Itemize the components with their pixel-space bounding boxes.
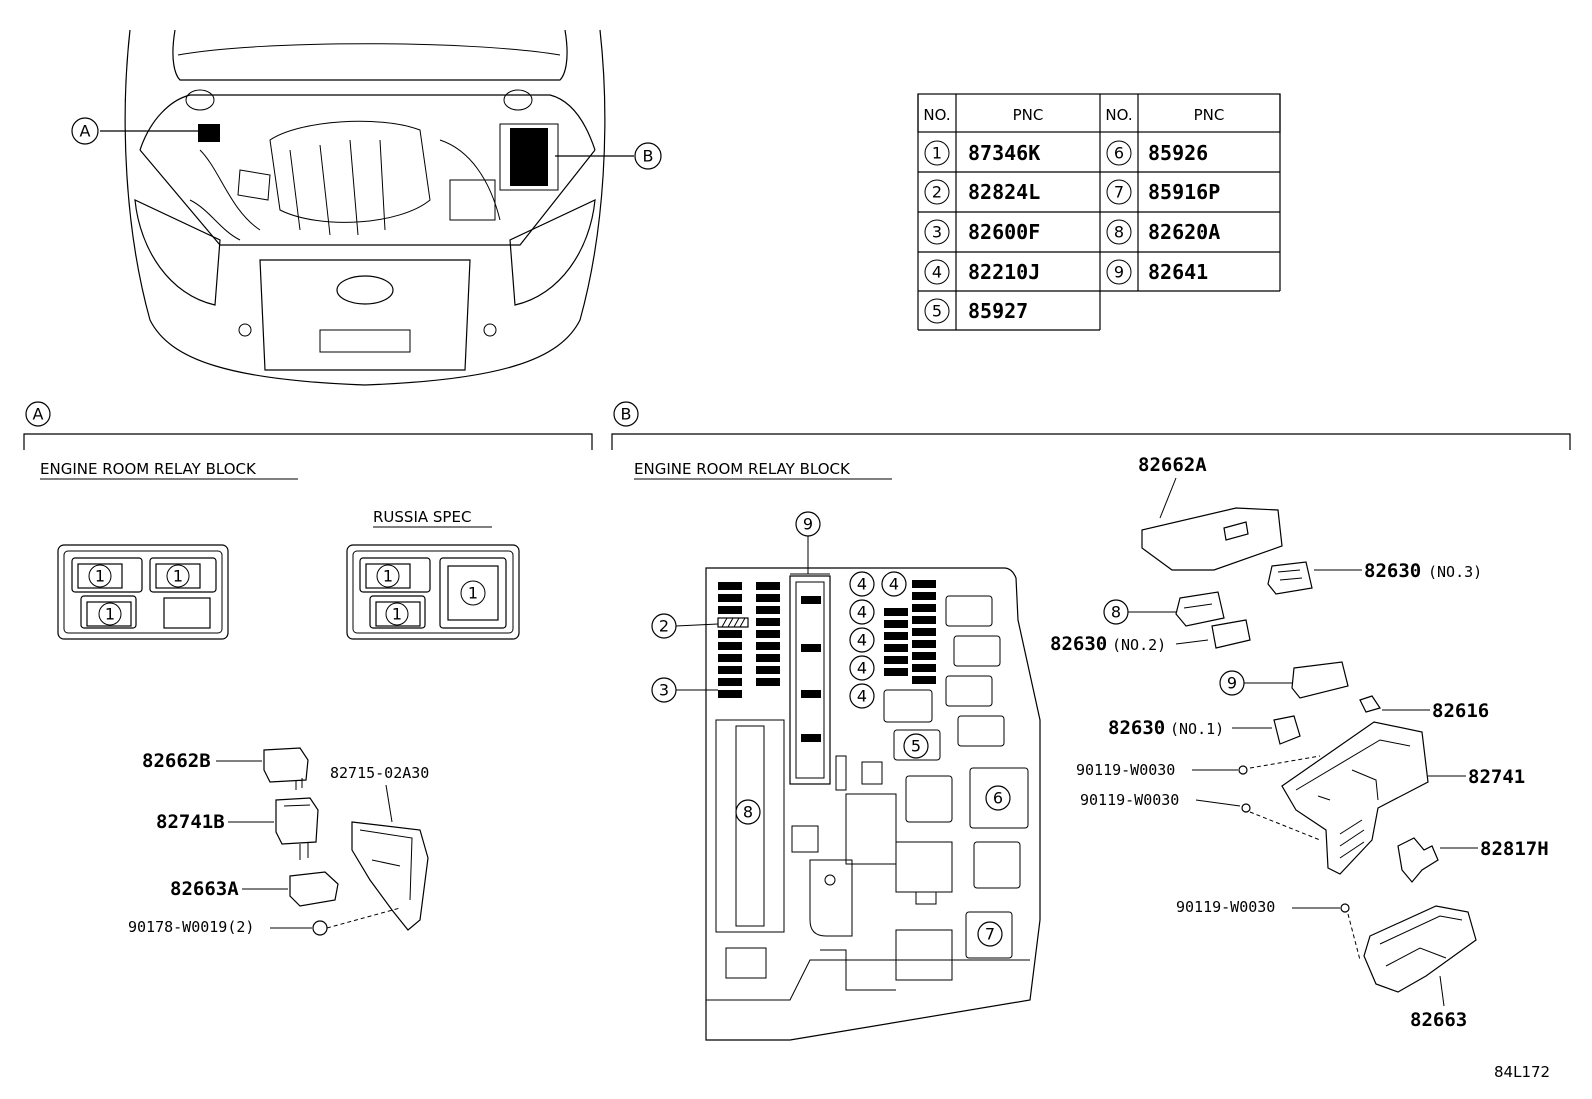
diagram-code: 84L172: [1494, 1063, 1550, 1081]
relay-no-label: 1: [468, 584, 478, 603]
table-row-pnc: 82620A: [1148, 220, 1220, 244]
bolt-90119-1-label: 90119-W0030: [1076, 761, 1175, 779]
num-3: 3: [659, 681, 669, 700]
num-4: 4: [857, 659, 867, 678]
callout-a-label: A: [80, 122, 91, 141]
table-header-no-2: NO.: [1105, 106, 1132, 124]
relay-no-label: 1: [392, 605, 402, 624]
section-a: A ENGINE ROOM RELAY BLOCK RUSSIA SPEC 1 …: [23, 401, 593, 936]
relay-block-standard: 1 1 1: [57, 544, 229, 640]
callout-8: 8: [1111, 603, 1121, 622]
callout-b-label: B: [643, 147, 654, 166]
num-4: 4: [889, 575, 899, 594]
pnc-table: NO. PNC NO. PNC 1 87346K 2 82824L 3 8260…: [917, 93, 1281, 331]
table-header-pnc-2: PNC: [1194, 106, 1225, 124]
section-a-title: ENGINE ROOM RELAY BLOCK: [40, 460, 257, 478]
part-82630-no2-label: 82630: [1050, 633, 1107, 655]
exploded-parts-b: 82662A 82630 (NO.3) 8 82630 (NO.2) 9: [1050, 454, 1549, 1031]
table-row-pnc: 82641: [1148, 260, 1208, 284]
table-row-pnc: 85916P: [1148, 180, 1220, 204]
part-82630-no1-note: (NO.1): [1170, 720, 1224, 738]
table-row-no: 9: [1114, 263, 1124, 282]
table-row-pnc: 82210J: [968, 260, 1040, 284]
section-b: B ENGINE ROOM RELAY BLOCK: [611, 401, 1571, 1041]
part-82663-label: 82663: [1410, 1009, 1467, 1031]
part-82630-no3-label: 82630: [1364, 560, 1421, 582]
relay-no-label: 1: [105, 605, 115, 624]
num-2: 2: [659, 617, 669, 636]
section-b-title: ENGINE ROOM RELAY BLOCK: [634, 460, 851, 478]
num-5: 5: [911, 737, 921, 756]
num-4: 4: [857, 631, 867, 650]
relay-no-label: 1: [173, 567, 183, 586]
table-row-pnc: 85926: [1148, 141, 1208, 165]
relay-block-b: 9 2 3 4 4 4 4 4 4 5: [651, 511, 1041, 1041]
fuse-columns: [717, 582, 780, 698]
num-4: 4: [857, 687, 867, 706]
bolt-90119-2-label: 90119-W0030: [1080, 791, 1179, 809]
table-row-no: 3: [932, 223, 942, 242]
num-4: 4: [857, 575, 867, 594]
table-header-no-1: NO.: [923, 106, 950, 124]
relay-block-russia: 1 1 1: [346, 544, 520, 640]
num-9: 9: [803, 515, 813, 534]
part-82741b-label: 82741B: [156, 811, 225, 833]
russia-spec-label: RUSSIA SPEC: [373, 508, 471, 526]
table-row-pnc: 87346K: [968, 141, 1040, 165]
num-8: 8: [743, 803, 753, 822]
table-row-no: 2: [932, 183, 942, 202]
part-82630-no2-note: (NO.2): [1112, 636, 1166, 654]
relay-no-label: 1: [95, 567, 105, 586]
table-row-pnc: 85927: [968, 299, 1028, 323]
table-row-no: 5: [932, 302, 942, 321]
fuse-grid-right: [884, 580, 936, 684]
table-row-no: 8: [1114, 223, 1124, 242]
part-82662b-label: 82662B: [142, 750, 211, 772]
part-82741-label: 82741: [1468, 766, 1525, 788]
part-90178-label: 90178-W0019(2): [128, 918, 254, 936]
table-row-no: 7: [1114, 183, 1124, 202]
section-b-marker: B: [621, 405, 632, 424]
part-82715-label: 82715-02A30: [330, 764, 429, 782]
part-82817h-label: 82817H: [1480, 838, 1549, 860]
table-row-pnc: 82600F: [968, 220, 1040, 244]
callout-9: 9: [1227, 674, 1237, 693]
table-row-no: 1: [932, 144, 942, 163]
part-82663a-label: 82663A: [170, 878, 239, 900]
section-a-marker: A: [33, 405, 44, 424]
relay-no-label: 1: [383, 567, 393, 586]
part-82662a-label: 82662A: [1138, 454, 1207, 476]
num-7: 7: [985, 925, 995, 944]
part-82630-no1-label: 82630: [1108, 717, 1165, 739]
table-header-pnc-1: PNC: [1013, 106, 1044, 124]
car-front-illustration: A B: [71, 29, 662, 386]
bolt-90119-3-label: 90119-W0030: [1176, 898, 1275, 916]
num-4: 4: [857, 603, 867, 622]
table-row-pnc: 82824L: [968, 180, 1040, 204]
part-82630-no3-note: (NO.3): [1428, 563, 1482, 581]
num-6: 6: [993, 789, 1003, 808]
part-82616-label: 82616: [1432, 700, 1489, 722]
table-row-no: 4: [932, 263, 942, 282]
table-row-no: 6: [1114, 144, 1124, 163]
